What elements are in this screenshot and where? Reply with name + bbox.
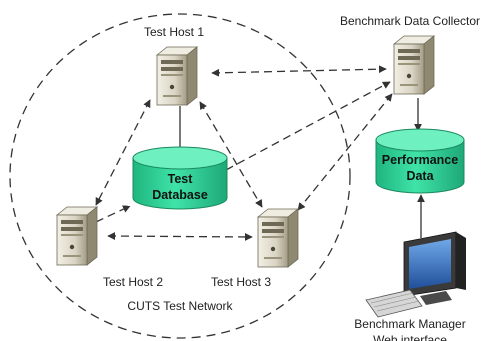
network-label: CUTS Test Network xyxy=(127,299,233,313)
server-icon xyxy=(393,35,435,95)
host1-label: Test Host 1 xyxy=(144,25,204,39)
manager-label-line1: Benchmark Manager xyxy=(354,317,465,331)
database-icon xyxy=(375,128,465,194)
link-collector-host3 xyxy=(297,93,393,211)
test-db-label-line1: Test xyxy=(168,172,194,186)
manager-label-line2: Web interface xyxy=(373,333,447,341)
connectors xyxy=(95,65,425,241)
link-host1-collector xyxy=(211,65,387,77)
database-icon xyxy=(132,146,228,210)
link-host1-host2 xyxy=(95,99,151,206)
test-db-label-line2: Database xyxy=(152,188,208,202)
host3-label: Test Host 3 xyxy=(211,275,271,289)
server-icon xyxy=(257,208,299,268)
link-host2-host3 xyxy=(107,232,253,241)
server-icon xyxy=(156,46,198,106)
server-icon xyxy=(56,206,98,266)
collector-label: Benchmark Data Collector xyxy=(340,14,480,28)
perf-db-label-line2: Data xyxy=(406,169,434,183)
host2-label: Test Host 2 xyxy=(103,275,163,289)
link-host2-testdb xyxy=(95,205,131,223)
workstation-icon xyxy=(365,231,466,318)
perf-db-label-line1: Performance xyxy=(382,153,458,167)
link-host1-host3 xyxy=(199,101,263,208)
